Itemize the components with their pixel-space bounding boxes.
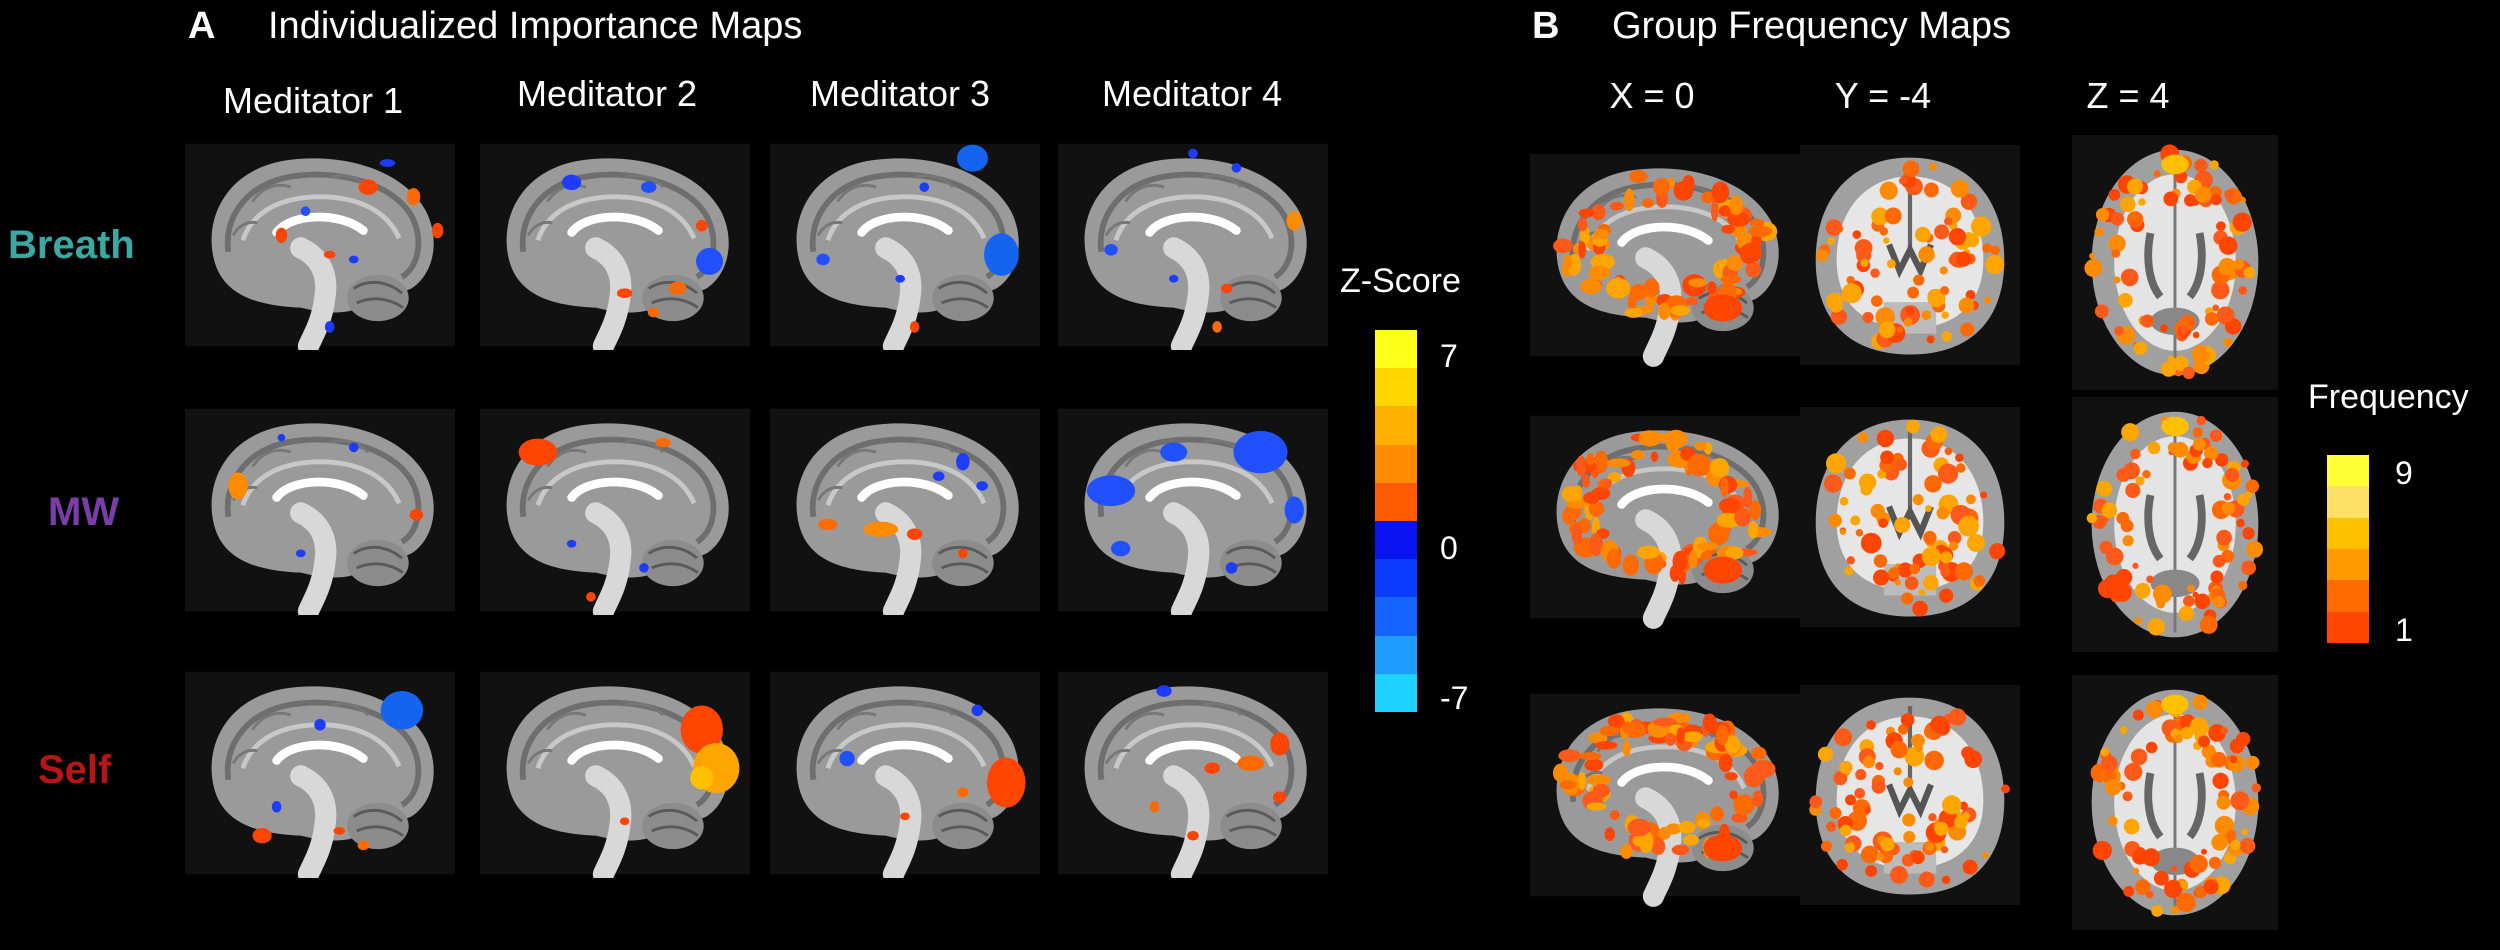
z-score-colorbar-segment: [1375, 406, 1417, 446]
panel-b-letter: B: [1532, 5, 1560, 47]
brain-map-row2-meditator-1: [185, 405, 455, 615]
brain-map-row1-meditator-4: [1058, 140, 1328, 350]
row-label-breath: Breath: [8, 223, 135, 267]
z-score-tick-zero: 0: [1440, 530, 1458, 566]
group-map-row3-coronal: [1800, 680, 2020, 910]
col-label-meditator-3: Meditator 3: [809, 73, 991, 114]
group-map-row1-coronal: [1800, 140, 2020, 370]
brain-map-row2-meditator-4: [1058, 405, 1328, 615]
panel-a-title: Individualized Importance Maps: [268, 5, 803, 47]
frequency-colorbar-segment: [2327, 611, 2369, 644]
z-score-colorbar-segment: [1375, 673, 1417, 713]
frequency-tick-min: 1: [2395, 612, 2413, 648]
col-label-y: Y = -4: [1834, 75, 1932, 116]
frequency-colorbar-segment: [2327, 549, 2369, 581]
frequency-colorbar: [2327, 455, 2369, 644]
brain-map-row3-meditator-4: [1058, 668, 1328, 878]
row-label-mw: MW: [48, 490, 120, 534]
z-score-title: Z-Score: [1340, 262, 1461, 300]
col-label-meditator-1: Meditator 1: [222, 80, 404, 121]
z-score-colorbar-segment: [1375, 635, 1417, 675]
frequency-tick-max: 9: [2395, 455, 2413, 491]
brain-map-row3-meditator-1: [185, 668, 455, 878]
panel-a-letter: A: [188, 5, 216, 47]
group-map-row3-axial: [2070, 675, 2280, 930]
brain-map-row2-meditator-2: [480, 405, 750, 615]
brain-map-row1-meditator-2: [480, 140, 750, 350]
z-score-colorbar-segment: [1375, 330, 1417, 369]
panel-b-title: Group Frequency Maps: [1612, 5, 2012, 47]
col-label-x: X = 0: [1609, 75, 1695, 116]
z-score-tick-max: 7: [1440, 338, 1458, 374]
z-score-colorbar-segment: [1375, 597, 1417, 637]
group-map-row1-axial: [2070, 135, 2280, 390]
brain-map-row3-meditator-2: [480, 668, 750, 878]
z-score-colorbar-segment: [1375, 559, 1417, 598]
frequency-title: Frequency: [2308, 378, 2469, 416]
z-score-tick-min: -7: [1440, 680, 1469, 716]
col-label-z: Z = 4: [2086, 75, 2170, 116]
group-map-row3-sagittal: [1530, 680, 1800, 910]
brain-map-row3-meditator-3: [770, 668, 1040, 878]
frequency-colorbar-segment: [2327, 455, 2369, 487]
frequency-colorbar-segment: [2327, 486, 2369, 519]
z-score-colorbar-segment: [1375, 482, 1417, 522]
col-label-meditator-2: Meditator 2: [516, 73, 698, 114]
brain-map-row2-meditator-3: [770, 405, 1040, 615]
brain-map-row1-meditator-3: [770, 140, 1040, 350]
brain-map-row1-meditator-1: [185, 140, 455, 350]
group-map-row1-sagittal: [1530, 140, 1800, 370]
frequency-colorbar-segment: [2327, 517, 2369, 550]
z-score-colorbar: [1375, 330, 1417, 713]
group-map-row2-coronal: [1800, 402, 2020, 632]
row-label-self: Self: [38, 748, 112, 792]
z-score-colorbar-segment: [1375, 444, 1417, 484]
group-map-row2-sagittal: [1530, 402, 1800, 632]
z-score-colorbar-segment: [1375, 521, 1417, 560]
z-score-colorbar-segment: [1375, 368, 1417, 407]
frequency-colorbar-segment: [2327, 580, 2369, 613]
group-map-row2-axial: [2070, 397, 2280, 652]
col-label-meditator-4: Meditator 4: [1101, 73, 1283, 114]
